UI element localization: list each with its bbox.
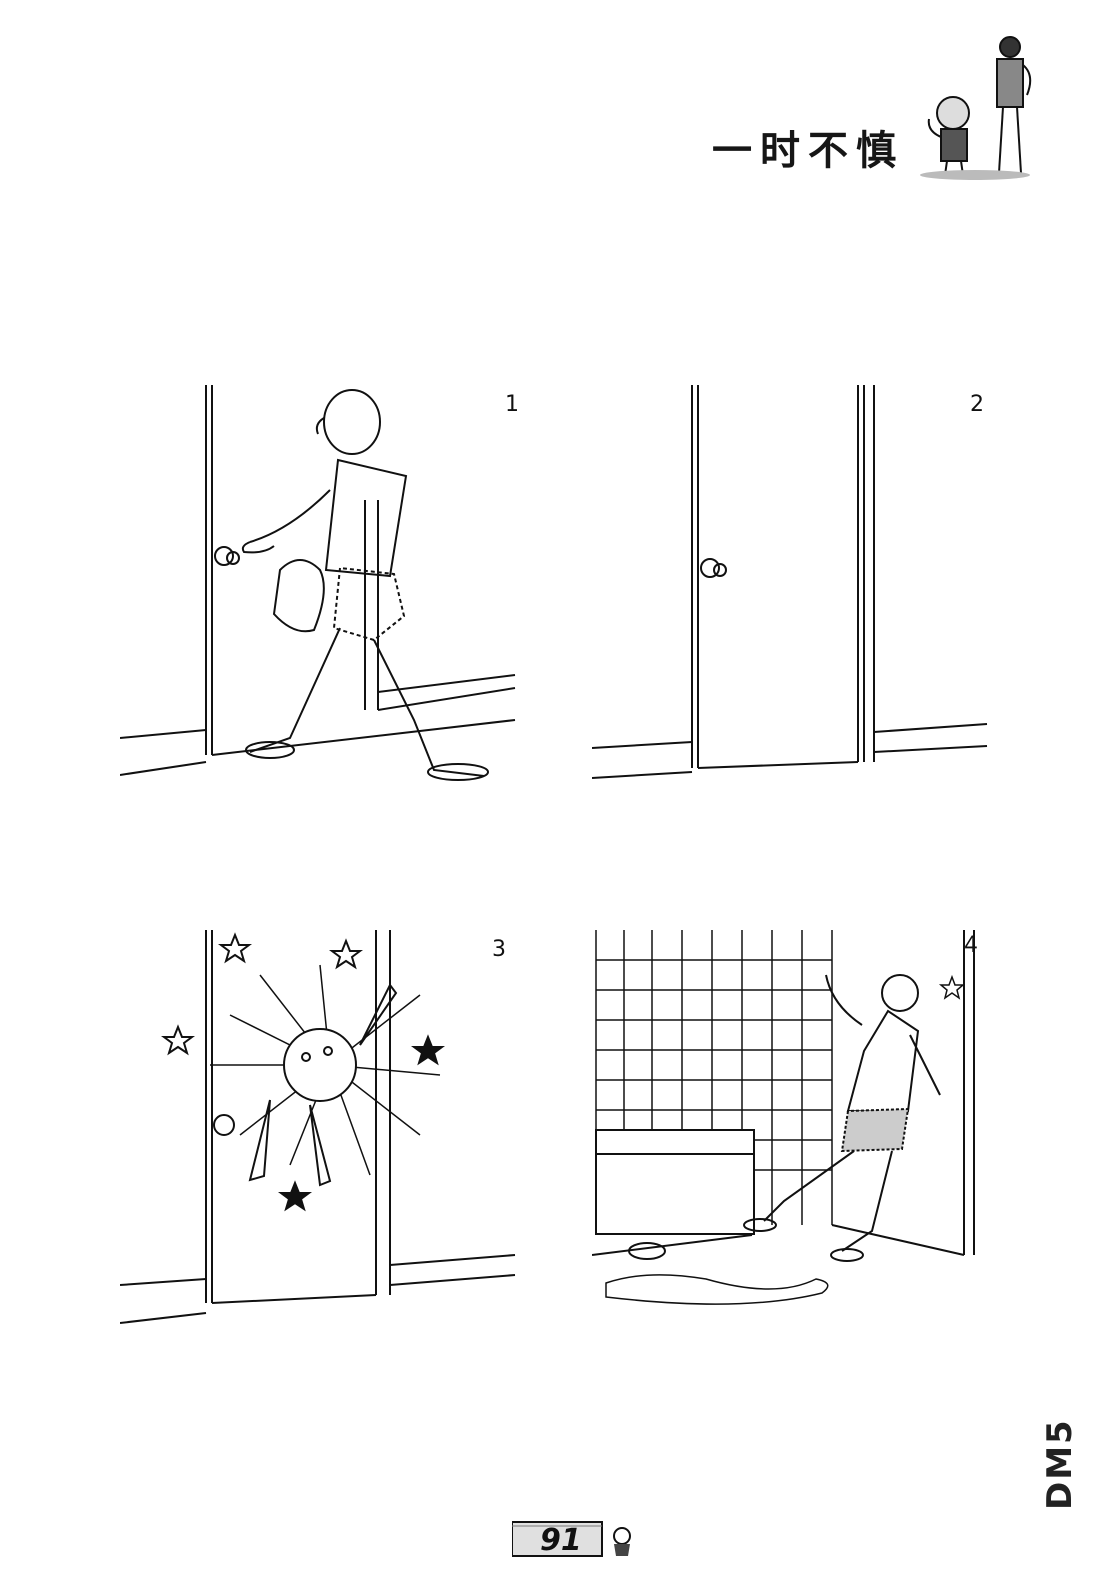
panel-number-4: 4 (964, 933, 978, 958)
watermark-logo: DM5 (1040, 1418, 1080, 1510)
mini-character-icon (613, 1527, 631, 1545)
comic-panel-1: 1 (120, 380, 520, 800)
comic-panel-3: 3 (120, 925, 520, 1345)
page-title: 一时不慎 (712, 128, 904, 174)
panel-1-art (120, 385, 516, 781)
panel-4-art (592, 930, 975, 1305)
comic-panel-4: 4 (592, 925, 992, 1345)
panel-2-art (592, 385, 988, 779)
panel-number-1: 1 (505, 392, 519, 417)
panel-3-art (120, 930, 516, 1324)
panel-number-3: 3 (492, 937, 506, 962)
page-number-tab (512, 1521, 631, 1557)
comic-panel-2: 2 (592, 380, 992, 800)
page-number: 91 (540, 1523, 582, 1558)
header-characters-illustration (920, 36, 1032, 180)
panel-number-2: 2 (970, 392, 984, 417)
